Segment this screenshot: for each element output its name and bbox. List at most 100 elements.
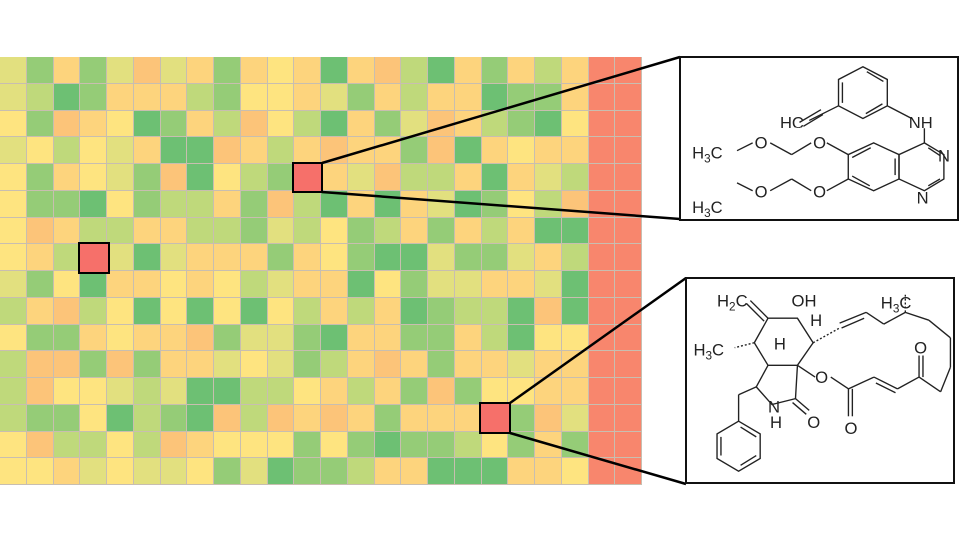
- heatmap-cell: [508, 324, 535, 352]
- heatmap-cell: [588, 83, 616, 111]
- heatmap-cell: [374, 83, 402, 111]
- heatmap-cell: [240, 83, 268, 111]
- heatmap-cell: [267, 431, 295, 459]
- heatmap-cell: [26, 190, 54, 218]
- heatmap-cell: [107, 431, 134, 459]
- heatmap-cell: [26, 271, 54, 298]
- heatmap-cell: [588, 271, 616, 298]
- heatmap-cell: [294, 458, 321, 485]
- heatmap-cell: [508, 217, 535, 245]
- heatmap-cell: [561, 83, 589, 111]
- svg-text:H2C: H2C: [717, 291, 748, 313]
- svg-text:N: N: [768, 397, 780, 416]
- heatmap-cell: [347, 378, 375, 405]
- heatmap-cell: [428, 404, 455, 432]
- heatmap-cell: [53, 378, 81, 405]
- heatmap-cell: [508, 164, 535, 191]
- heatmap-cell: [214, 351, 241, 378]
- heatmap-cell: [454, 271, 482, 298]
- heatmap-cell: [535, 431, 562, 459]
- heatmap-cell: [428, 244, 455, 271]
- heatmap-cell: [26, 244, 54, 271]
- svg-text:H3C: H3C: [692, 144, 723, 166]
- heatmap-cell: [588, 351, 616, 378]
- heatmap-cell: [401, 404, 428, 432]
- heatmap-cell: [347, 110, 375, 138]
- heatmap-cell: [107, 217, 134, 245]
- heatmap-cell: [481, 164, 509, 191]
- heatmap-cell: [240, 190, 268, 218]
- heatmap-cell: [347, 217, 375, 245]
- heatmap-cell: [133, 83, 161, 111]
- heatmap-cell: [374, 57, 402, 84]
- svg-text:O: O: [807, 413, 820, 432]
- svg-text:H3C: H3C: [692, 198, 723, 219]
- heatmap-cell: [160, 378, 188, 405]
- heatmap-cell: [107, 83, 134, 111]
- heatmap-cell: [107, 57, 134, 84]
- heatmap-cell: [214, 110, 241, 138]
- heatmap-cell: [561, 458, 589, 485]
- heatmap-cell: [160, 324, 188, 352]
- heatmap-cell: [481, 217, 509, 245]
- heatmap-cell: [454, 297, 482, 325]
- heatmap-cell: [401, 324, 428, 352]
- heatmap-cell: [294, 57, 321, 84]
- heatmap-cell: [187, 244, 214, 271]
- heatmap-cell: [160, 244, 188, 271]
- heatmap-cell: [187, 297, 214, 325]
- heatmap-cell: [187, 164, 214, 191]
- heatmap-cell: [535, 110, 562, 138]
- heatmap-cell: [160, 137, 188, 164]
- heatmap-cell: [321, 378, 348, 405]
- heatmap-cell: [133, 324, 161, 352]
- heatmap-cell: [535, 137, 562, 164]
- heatmap-cell: [428, 458, 455, 485]
- heatmap-cell: [347, 271, 375, 298]
- heatmap-cell: [53, 271, 81, 298]
- heatmap-cell: [53, 458, 81, 485]
- heatmap-cell: [428, 378, 455, 405]
- heatmap-cell: [187, 431, 214, 459]
- svg-text:OH: OH: [792, 291, 817, 310]
- heatmap-cell: [214, 404, 241, 432]
- heatmap-cell: [133, 297, 161, 325]
- heatmap-cell: [535, 458, 562, 485]
- heatmap-cell: [561, 271, 589, 298]
- heatmap-cell: [321, 190, 348, 218]
- svg-text:HC: HC: [780, 113, 804, 132]
- heatmap-cell: [454, 83, 482, 111]
- heatmap-cell: [187, 351, 214, 378]
- heatmap-cell: [26, 57, 54, 84]
- heatmap-cell: [267, 351, 295, 378]
- svg-text:O: O: [813, 134, 826, 153]
- heatmap-cell: [240, 378, 268, 405]
- highlighted-cell-bottom-link[interactable]: [479, 402, 511, 434]
- heatmap-cell: [214, 57, 241, 84]
- molecule-box-cytochalasin: H2C OH H H3C H H3C O O N H O O: [685, 277, 955, 484]
- heatmap-cell: [481, 110, 509, 138]
- heatmap-cell: [347, 190, 375, 218]
- svg-text:O: O: [845, 419, 858, 438]
- heatmap-cell: [133, 404, 161, 432]
- heatmap-cell: [347, 297, 375, 325]
- heatmap-cell: [187, 57, 214, 84]
- heatmap-cell: [133, 137, 161, 164]
- heatmap-cell: [160, 190, 188, 218]
- heatmap-cell: [294, 244, 321, 271]
- heatmap-cell: [240, 324, 268, 352]
- heatmap-cell: [374, 378, 402, 405]
- heatmap-cell: [508, 137, 535, 164]
- heatmap-cell: [80, 57, 107, 84]
- heatmap-cell: [133, 244, 161, 271]
- heatmap-cell: [107, 164, 134, 191]
- heatmap-cell: [26, 431, 54, 459]
- heatmap-cell: [481, 324, 509, 352]
- heatmap-cell: [561, 404, 589, 432]
- highlighted-cell-standalone[interactable]: [78, 242, 110, 274]
- svg-text:H: H: [810, 311, 822, 330]
- heatmap-cell: [80, 110, 107, 138]
- heatmap-cell: [80, 271, 107, 298]
- highlighted-cell-top-link[interactable]: [292, 162, 323, 193]
- heatmap-cell: [267, 378, 295, 405]
